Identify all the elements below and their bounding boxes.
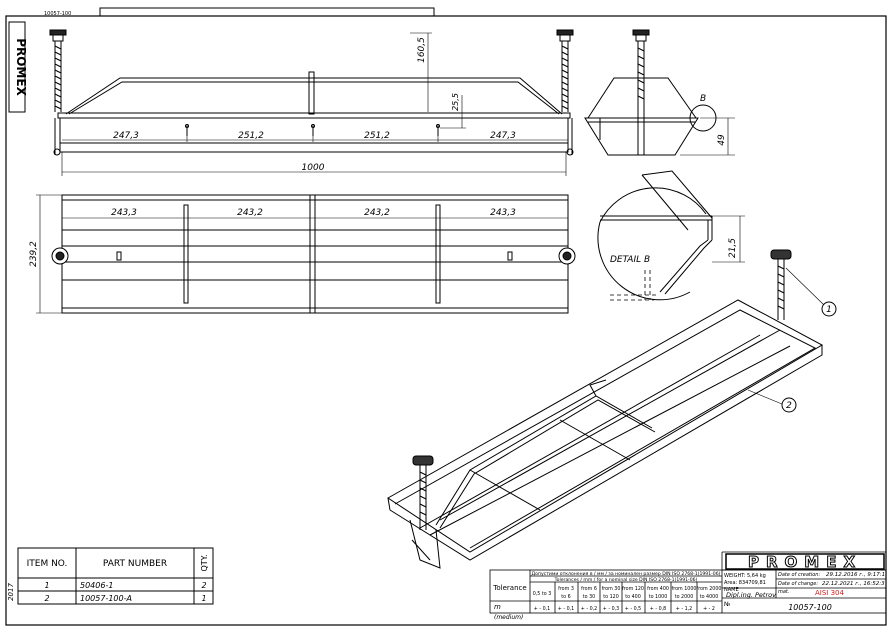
parts-row-1-item: 1 — [44, 581, 49, 590]
dim-mid-seg-4: 243,3 — [490, 208, 516, 218]
parts-row-2-part: 10057-100-A — [80, 594, 132, 603]
detail-ref-b: B — [700, 94, 706, 104]
dim-detail: 21,5 — [728, 238, 738, 258]
sheet-code-label: 10057-100 — [44, 11, 71, 17]
doc-no-label: № — [724, 601, 730, 608]
dim-mid-seg-3: 243,2 — [364, 208, 390, 218]
range-bottom-6: to 1000 — [649, 594, 668, 600]
tol-value-4: + - 0,3 — [603, 606, 619, 612]
range-bottom-4: to 120 — [603, 594, 619, 600]
range-top-1: 0,5 to 3 — [533, 591, 552, 597]
parts-row-1-part: 50406-1 — [80, 581, 113, 590]
tol-value-6: + - 0,8 — [650, 606, 666, 612]
side-view — [584, 29, 735, 156]
creation-label: Date of creation: — [778, 572, 820, 578]
tolerance-ranges: 0,5 to 3 from 3 to 6 from 6 to 30 from 3… — [533, 586, 722, 600]
tolerance-values: + - 0,1 + - 0,1 + - 0,2 + - 0,3 + - 0,5 … — [534, 606, 715, 612]
parts-row-2-qty: 1 — [201, 594, 206, 603]
parts-row-1-qty: 2 — [201, 581, 206, 590]
creation-value: 29.12.2016 г., 9:17:1 — [826, 572, 885, 578]
range-top-2: from 3 — [558, 586, 574, 592]
name-label: NAME — [724, 587, 739, 593]
parts-header-qty: QTY. — [200, 555, 209, 572]
material-label: mat. — [778, 589, 789, 595]
parts-side-year: 2017 — [7, 583, 15, 601]
sheet-border — [5, 15, 887, 626]
range-top-3: from 6 — [581, 586, 597, 592]
parts-row-2-item: 2 — [44, 594, 49, 603]
isometric-view — [387, 249, 837, 569]
dim-top-total: 1000 — [302, 163, 325, 173]
change-label: Date of change: — [778, 581, 818, 587]
material-value: AISI 304 — [815, 589, 844, 597]
logo-text: PROMEX — [748, 553, 862, 571]
range-bottom-8: to 4000 — [700, 594, 719, 600]
promex-logo: PROMEX — [725, 553, 885, 572]
parts-table — [17, 547, 214, 605]
dim-side-height: 49 — [717, 134, 727, 146]
range-top-5: from 120 — [622, 586, 644, 592]
dim-mid-seg-2: 243,2 — [237, 208, 263, 218]
dim-top-seg-1: 247,3 — [113, 131, 139, 141]
range-bottom-2: to 6 — [561, 594, 570, 600]
tolerance-medium-sub: (medium) — [494, 614, 523, 621]
range-top-7: from 1000 — [672, 586, 697, 592]
promex-logo-vertical: PROMEX — [8, 21, 28, 113]
dim-top-seg-2: 251,2 — [238, 131, 264, 141]
dim-height-small: 25,5 — [451, 93, 460, 111]
author-name: Dipl.ing. Petrov — [726, 591, 776, 599]
dim-top-seg-3: 251,2 — [364, 131, 390, 141]
range-bottom-3: to 30 — [583, 594, 595, 600]
parts-header-part: PART NUMBER — [103, 559, 167, 569]
range-top-4: from 30 — [602, 586, 621, 592]
tol-value-7: + - 1,2 — [676, 606, 692, 612]
tol-value-2: + - 0,1 — [558, 606, 574, 612]
weight-value: WEIGHT: 5,64 kg — [724, 573, 766, 579]
tol-value-8: + - 2 — [703, 606, 715, 612]
front-view — [49, 29, 574, 176]
detail-b-view — [597, 170, 745, 301]
dim-top-seg-4: 247,3 — [490, 131, 516, 141]
balloon-2: 2 — [786, 401, 792, 411]
dim-width-total: 239,2 — [29, 241, 39, 267]
doc-number: 10057-100 — [788, 603, 832, 612]
tolerance-header-2: Tolerances / mm / for a nominal size DIN… — [554, 577, 698, 583]
tolerance-header-1: Допустими отклонения в / мм / за номинал… — [532, 571, 721, 577]
tol-value-3: + - 0,2 — [581, 606, 597, 612]
dim-height-total: 160,5 — [417, 37, 427, 63]
change-value: 22.12.2021 г., 16:52:3 — [822, 581, 885, 587]
top-view — [36, 194, 576, 314]
range-top-8: from 2000 — [697, 586, 722, 592]
logo-vertical-text: PROMEX — [14, 38, 28, 96]
detail-b-title: DETAIL B — [610, 255, 650, 265]
tol-value-5: + - 0,5 — [625, 606, 641, 612]
range-bottom-7: to 2000 — [675, 594, 694, 600]
range-bottom-5: to 400 — [625, 594, 641, 600]
tolerance-medium: m — [494, 603, 501, 611]
tol-value-1: + - 0,1 — [534, 606, 550, 612]
dim-mid-seg-1: 243,3 — [111, 208, 137, 218]
balloon-1: 1 — [826, 305, 832, 315]
title-block — [489, 551, 887, 614]
area-value: Area: 834709,81 — [724, 580, 766, 586]
range-top-6: from 400 — [647, 586, 669, 592]
tolerance-label: Tolerance — [492, 584, 526, 592]
parts-header-item: ITEM NO. — [27, 559, 68, 569]
